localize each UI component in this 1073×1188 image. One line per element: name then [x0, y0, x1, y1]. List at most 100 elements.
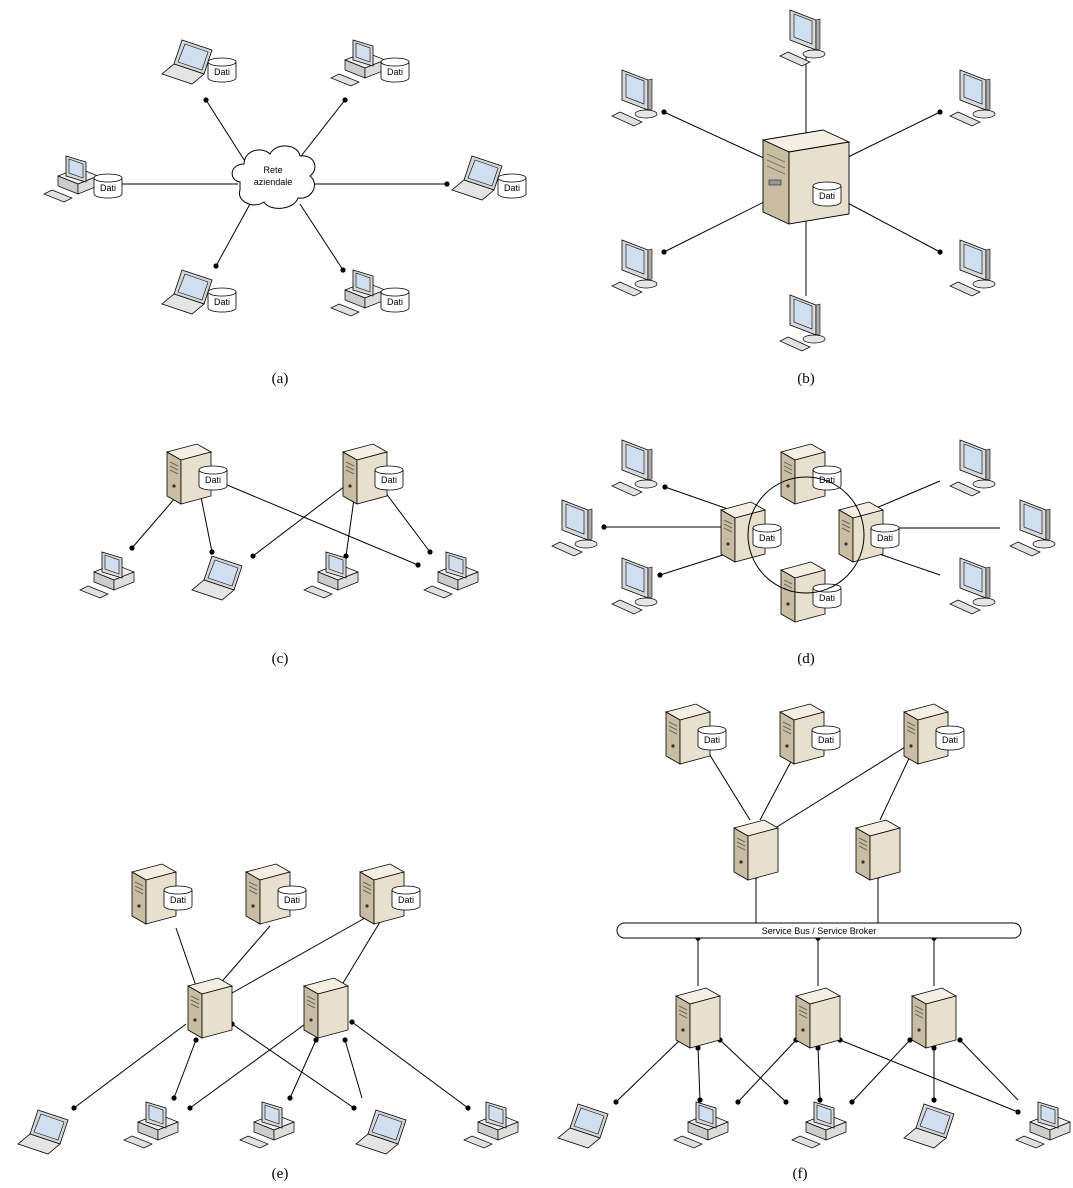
caption-a: (a) [272, 371, 289, 387]
data-store-icon: Dati [207, 57, 237, 83]
connection-endpoint [1015, 1109, 1021, 1115]
connection-endpoint [171, 1095, 177, 1101]
data-store-label: Dati [942, 735, 958, 745]
connection-line [959, 1039, 1019, 1101]
connection-endpoint [817, 1097, 823, 1103]
server-icon: Dati [359, 863, 421, 925]
connection-endpoint [931, 1045, 937, 1051]
client-monitor-icon [611, 557, 658, 615]
desktop-pc-icon: Dati [330, 39, 410, 87]
data-store-label: Dati [704, 735, 720, 745]
laptop-icon [191, 555, 243, 601]
data-store-icon: Dati [207, 287, 237, 313]
connection-endpoint [250, 553, 256, 559]
connection-endpoint [71, 1105, 77, 1111]
client-monitor-icon [611, 439, 658, 497]
desktop-pc-icon [673, 1101, 729, 1149]
desktop-pc-icon [303, 551, 359, 599]
connection-endpoint [342, 1037, 348, 1043]
client-monitor-icon [949, 69, 996, 127]
desktop-pc-icon [239, 1101, 295, 1149]
connection-endpoint [662, 484, 668, 490]
data-store-icon: Dati [380, 287, 410, 313]
connection-line [851, 1039, 911, 1103]
data-store-label: Dati [100, 183, 116, 193]
server-icon: Dati [720, 501, 782, 563]
connection-line [737, 1039, 797, 1103]
server-icon: Dati [342, 443, 404, 505]
connection-endpoint [931, 1097, 937, 1103]
data-store-label: Dati [819, 191, 835, 201]
connection-endpoint [415, 562, 421, 568]
data-store-icon: Dati [870, 523, 900, 549]
client-monitor-icon [949, 557, 996, 615]
desktop-pc-icon [1015, 1101, 1071, 1149]
connection-line [719, 1039, 787, 1103]
connection-line [817, 1047, 821, 1101]
laptop-icon: Dati [161, 269, 237, 315]
desktop-pc-icon [123, 1101, 179, 1149]
connection-line [841, 199, 941, 253]
data-store-label: Dati [387, 67, 403, 77]
server-icon: Dati [131, 863, 193, 925]
connection-endpoint [203, 97, 209, 103]
server-icon: Dati [780, 561, 842, 623]
data-store-label: Dati [170, 895, 186, 905]
server-icon [187, 977, 233, 1039]
connection-line [344, 1039, 363, 1099]
connection-endpoint [697, 1097, 703, 1103]
desktop-pc-icon [79, 551, 135, 599]
server-icon: Dati [838, 501, 900, 563]
server-icon [855, 819, 901, 881]
connection-endpoint [815, 1045, 821, 1051]
connection-line [205, 99, 249, 167]
server-icon [303, 977, 349, 1039]
connection-endpoint [444, 181, 450, 187]
client-monitor-icon [779, 294, 826, 352]
server-icon: Dati [665, 703, 727, 765]
laptop-icon: Dati [451, 155, 527, 201]
data-store-label: Dati [387, 297, 403, 307]
connection-line [663, 199, 769, 253]
data-store-label: Dati [504, 183, 520, 193]
data-store-icon: Dati [812, 465, 842, 491]
service-bus: Service Bus / Service Broker [616, 922, 1022, 939]
connection-endpoint [287, 1095, 293, 1101]
central-server-icon: Dati [762, 129, 850, 225]
connection-endpoint [657, 572, 663, 578]
data-store-icon: Dati [277, 885, 307, 911]
connection-endpoint [661, 249, 667, 255]
connection-endpoint [342, 97, 348, 103]
desktop-pc-icon [463, 1101, 519, 1149]
connection-line [759, 751, 797, 821]
connection-line [299, 203, 344, 271]
connection-endpoint [313, 1037, 319, 1043]
connection-endpoint [465, 1105, 471, 1111]
data-store-label: Dati [819, 593, 835, 603]
ring-connection [747, 476, 865, 594]
connection-line [215, 203, 251, 267]
caption-f: (f) [793, 1166, 808, 1182]
connection-line [615, 1039, 681, 1103]
service-bus-label: Service Bus / Service Broker [762, 926, 877, 936]
server-icon [733, 819, 779, 881]
connection-line [252, 485, 346, 557]
connection-endpoint [351, 1105, 357, 1111]
connection-line [219, 481, 419, 566]
connection-line [663, 111, 769, 161]
data-store-label: Dati [214, 297, 230, 307]
connection-endpoint [849, 1099, 855, 1105]
server-icon: Dati [779, 703, 841, 765]
server-icon: Dati [780, 443, 842, 505]
connection-endpoint [661, 109, 667, 115]
connection-line [289, 1039, 317, 1099]
desktop-pc-icon [791, 1101, 847, 1149]
caption-e: (e) [272, 1166, 289, 1182]
cloud-label-line1: Rete [263, 165, 282, 175]
caption-b: (b) [797, 371, 815, 387]
corporate-network-cloud: Rete aziendale [231, 145, 316, 209]
connection-line [351, 1021, 469, 1109]
connection-line [771, 743, 911, 831]
data-store-icon: Dati [752, 523, 782, 549]
